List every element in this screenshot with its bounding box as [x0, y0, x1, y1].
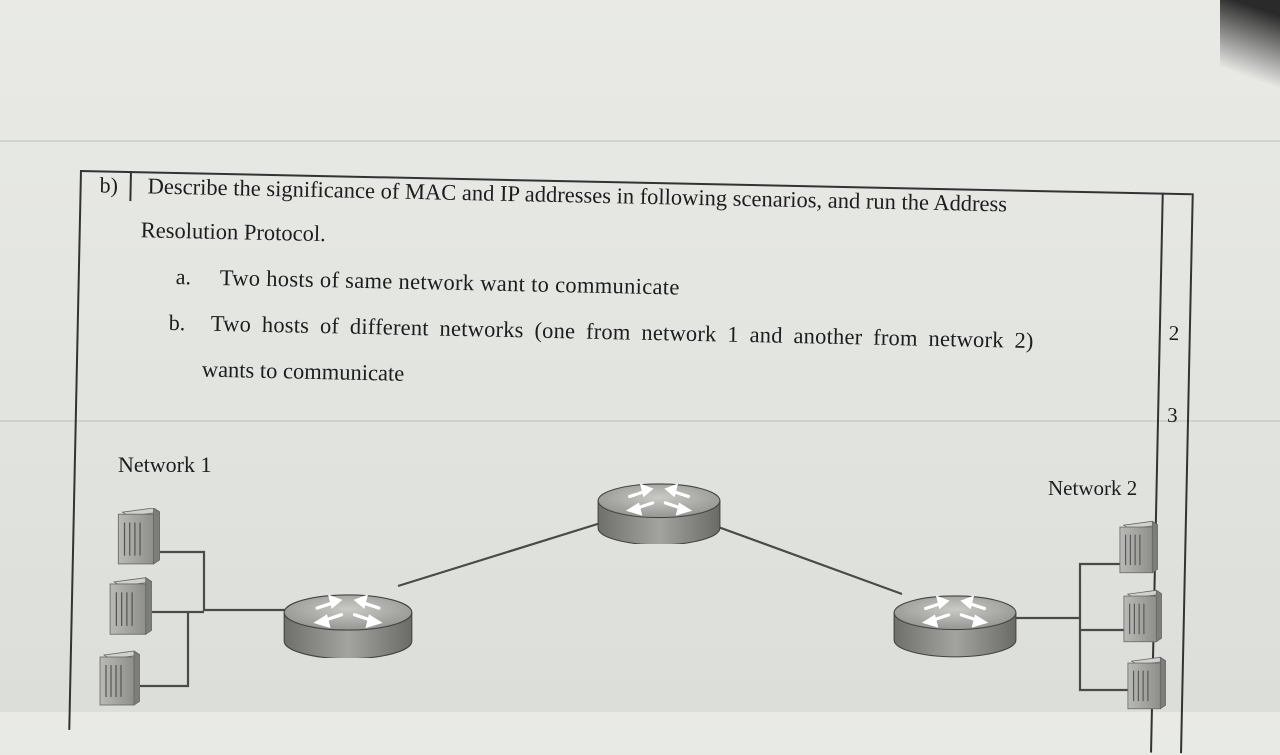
server-icon	[109, 577, 152, 635]
paper-fold-line	[0, 420, 1280, 422]
router-icon	[282, 593, 414, 658]
server-icon	[1119, 520, 1158, 574]
network1-label: Network 1	[118, 452, 212, 477]
router-icon	[892, 594, 1018, 658]
network-diagram	[99, 482, 1166, 710]
paper-edge-shadow	[1220, 0, 1280, 140]
network2-label: Network 2	[1048, 476, 1138, 500]
paper-fold-line	[0, 140, 1280, 142]
server-icon	[1127, 656, 1166, 710]
links	[138, 520, 1128, 692]
server-icon	[117, 508, 160, 565]
server-icon	[1123, 589, 1162, 643]
router-icon	[596, 482, 722, 544]
server-icon	[99, 650, 140, 706]
